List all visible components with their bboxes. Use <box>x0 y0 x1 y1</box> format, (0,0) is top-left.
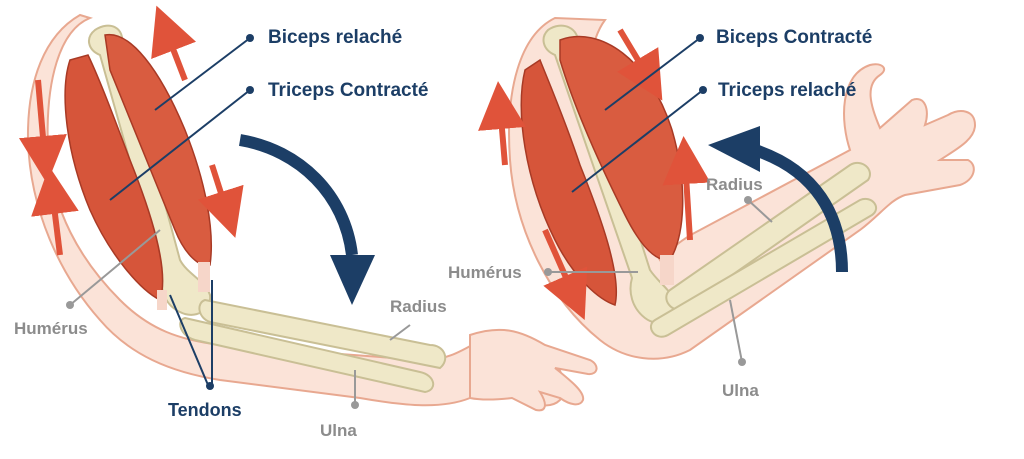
label-right-ulna: Ulna <box>722 381 759 400</box>
right-leader-triceps-dot <box>699 86 707 94</box>
left-radius-bone <box>198 298 447 370</box>
right-leader-triceps <box>571 89 704 193</box>
right-tendon <box>660 255 674 285</box>
label-left-triceps: Triceps Contracté <box>268 80 429 101</box>
right-muscle-arrow-2 <box>662 136 711 241</box>
right-leader-humerus-dot <box>544 268 552 276</box>
left-arm-illustration <box>18 5 598 412</box>
label-left-radius: Radius <box>390 297 447 316</box>
left-motion-arrow <box>238 134 358 256</box>
right-arm-skin <box>508 16 977 360</box>
left-hand <box>469 328 598 412</box>
left-leader-radius <box>389 324 411 341</box>
left-biceps-muscle <box>104 33 213 267</box>
left-muscle-arrow-3 <box>18 79 67 184</box>
right-leader-ulna-dot <box>738 358 746 366</box>
label-left-biceps: Biceps relaché <box>268 27 403 48</box>
right-ulna-bone <box>649 197 878 338</box>
right-arm-illustration <box>478 16 977 366</box>
left-leader-humerus-dot <box>66 301 74 309</box>
label-left-humerus: Humérus <box>14 319 88 338</box>
left-leader-tendon-dot <box>206 382 214 390</box>
left-leader-triceps <box>109 89 251 201</box>
left-leader-biceps-dot <box>246 34 254 42</box>
right-leader-ulna <box>729 299 743 363</box>
right-leader-biceps-dot <box>696 34 704 42</box>
right-muscle-arrow-3 <box>478 81 526 166</box>
left-muscle-arrow-2 <box>197 164 244 238</box>
right-muscle-arrow-4 <box>542 228 588 320</box>
left-leader-biceps <box>154 37 251 111</box>
right-motion-arrowhead <box>708 126 760 172</box>
label-right-radius: Radius <box>706 175 763 194</box>
left-tendon-biceps <box>198 262 210 292</box>
right-muscle-arrow-1 <box>617 28 663 101</box>
right-leader-radius-dot <box>744 196 752 204</box>
right-triceps-muscle <box>520 58 618 306</box>
left-ulna-bone <box>179 316 435 394</box>
label-right-biceps: Biceps Contracté <box>716 27 873 48</box>
left-leader-ulna-dot <box>351 401 359 409</box>
left-leader-humerus <box>69 229 161 306</box>
label-left-ulna: Ulna <box>320 421 357 440</box>
left-leader-triceps-dot <box>246 86 254 94</box>
left-leader-tendon-1 <box>169 294 209 386</box>
label-right-triceps: Triceps relaché <box>718 80 857 101</box>
left-muscle-arrow-4 <box>31 166 79 256</box>
left-tendon-triceps <box>157 290 167 310</box>
label-left-tendons: Tendons <box>168 400 242 420</box>
left-muscle-arrow-1 <box>151 5 197 82</box>
label-right-humerus: Humérus <box>448 263 522 282</box>
left-motion-arrowhead <box>330 255 375 305</box>
right-leader-biceps <box>604 37 701 111</box>
right-motion-arrow <box>753 144 848 273</box>
right-leader-radius <box>747 199 773 223</box>
